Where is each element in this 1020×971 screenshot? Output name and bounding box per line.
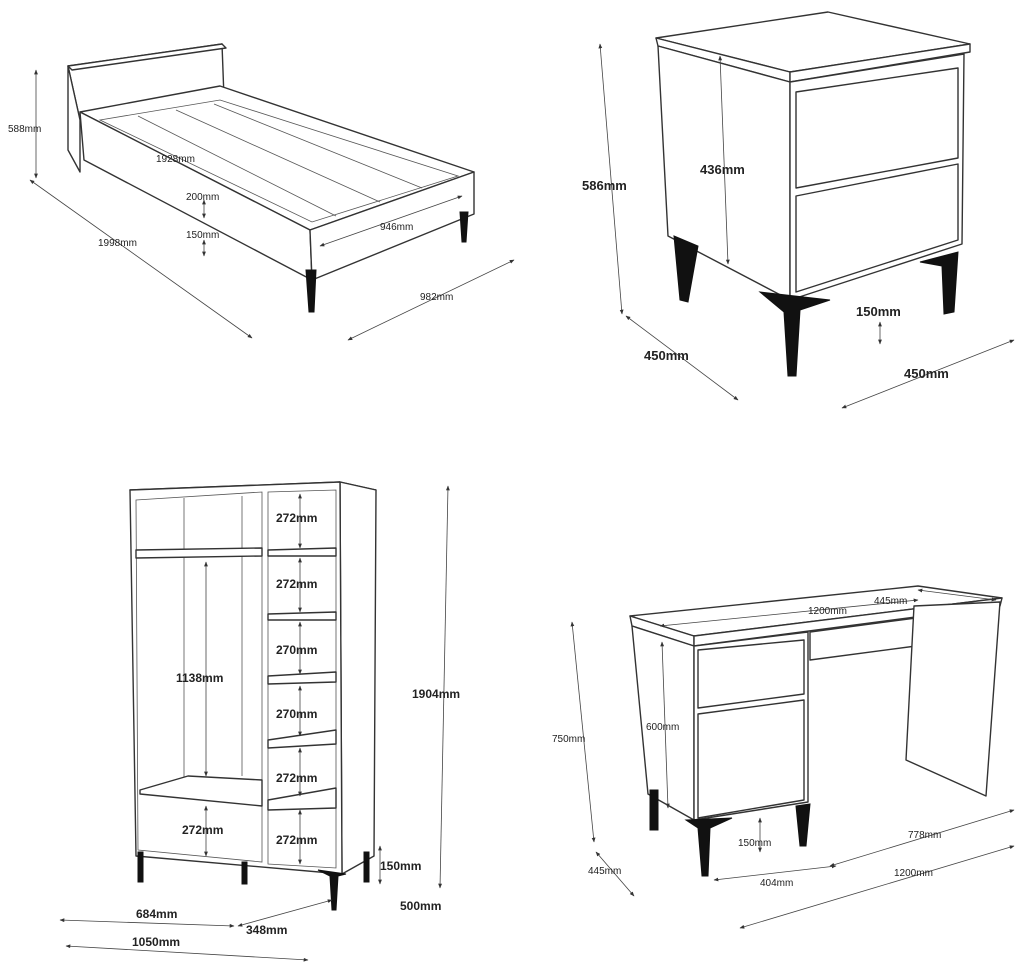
bed-slat [137,115,337,217]
desk-drawer-unit-dim [660,641,670,809]
wardrobe-leg-label: 150mm [380,859,421,873]
wardrobe-leg [241,861,248,885]
nightstand-height-dim [598,43,624,315]
bed-rail-label: 200mm [186,192,219,203]
desk-top-length-label: 1200mm [808,606,847,617]
bed-height-label: 588mm [8,124,41,135]
wardrobe-shelf-label: 272mm [276,511,317,525]
nightstand-top-edge-right [789,43,971,83]
wardrobe-hanging-label: 1138mm [176,671,223,685]
desk-top-depth-label: 445mm [874,596,907,607]
nightstand-leg-label: 150mm [856,304,901,319]
bed-drawing: 588mm 1928mm 200mm 150mm 946mm 1998mm 98… [8,43,515,341]
wardrobe-shelf [267,729,337,749]
nightstand-height-label: 586mm [582,178,627,193]
wardrobe-leg [317,869,347,911]
wardrobe-width-label: 1050mm [132,935,180,949]
wardrobe-drawing: 272mm 272mm 270mm 270mm 272mm 272mm 1138… [59,481,460,962]
nightstand-drawer-top [795,67,959,189]
desk-drawing: 1200mm 445mm 750mm 600mm 150mm 778mm 404… [552,585,1015,929]
desk-leg [795,803,811,847]
nightstand-leg [919,251,959,315]
nightstand-leg [673,235,699,303]
wardrobe-shelf [267,787,337,811]
nightstand-leg [758,291,831,377]
wardrobe-right-width-label: 348mm [246,923,287,937]
wardrobe-right-width-dim [237,899,333,927]
nightstand-depth-dim [625,315,739,401]
nightstand-drawer-bottom [795,163,959,293]
bed-headboard-side [67,65,81,173]
desk-leg [684,817,733,877]
desk-end-panel [905,601,1001,797]
desk-height-label: 750mm [552,734,585,745]
nightstand-depth-label: 450mm [644,348,689,363]
wardrobe-left-compartment [135,491,263,863]
desk-depth-dim [595,851,635,897]
wardrobe-bottom-shelf [139,775,263,807]
desk-drawer-unit-label: 600mm [646,722,679,733]
desk-top-length-dim [659,598,919,628]
wardrobe-shelf [267,547,337,557]
wardrobe-shelf-label: 272mm [276,577,317,591]
nightstand-drawing: 586mm 436mm 150mm 450mm 450mm [582,11,1015,409]
bed-length-dim [29,179,253,339]
bed-width-label: 982mm [420,292,453,303]
wardrobe-shelf-label: 272mm [276,771,317,785]
wardrobe-leg [137,851,144,883]
bed-leg [459,211,469,243]
wardrobe-shelf [267,671,337,685]
bed-length-label: 1998mm [98,238,137,249]
desk-height-dim [570,621,596,843]
desk-length-dim [739,845,1015,929]
wardrobe-shelf-label: 272mm [276,833,317,847]
wardrobe-bottom-label: 272mm [182,823,223,837]
bed-leg-label: 150mm [186,230,219,241]
desk-leg-label: 150mm [738,838,771,849]
nightstand-width-label: 450mm [904,366,949,381]
bed-inner-length-label: 1928mm [156,154,195,165]
desk-top-depth-dim [917,588,997,602]
desk-door [697,699,805,819]
desk-drawer [697,639,805,709]
desk-drawer-width-label: 404mm [760,878,793,889]
wardrobe-left-width-dim [59,918,235,928]
desk-depth-label: 445mm [588,866,621,877]
nightstand-body-label: 436mm [700,162,745,177]
wardrobe-right-side [339,481,377,875]
wardrobe-leg [363,851,370,883]
nightstand-width-dim [841,339,1015,409]
wardrobe-shelf [267,611,337,621]
desk-leg [649,789,659,831]
wardrobe-height-label: 1904mm [412,687,460,701]
bed-slat [175,109,381,203]
wardrobe-top-shelf [135,547,263,559]
bed-inner-width-dim [319,195,463,247]
bed-headboard-top [67,43,227,71]
wardrobe-width-dim [65,944,309,962]
wardrobe-left-width-label: 684mm [136,907,177,921]
bed-width-dim [347,259,515,341]
desk-knee-label: 778mm [908,830,941,841]
wardrobe-shelf-label: 270mm [276,643,317,657]
wardrobe-height-dim [438,485,450,889]
bed-leg [305,269,317,313]
desk-length-label: 1200mm [894,868,933,879]
bed-inner-width-label: 946mm [380,222,413,233]
bed-slat [213,103,423,189]
wardrobe-shelf-label: 270mm [276,707,317,721]
wardrobe-depth-label: 500mm [400,899,441,913]
nightstand-body-dim [718,55,730,265]
